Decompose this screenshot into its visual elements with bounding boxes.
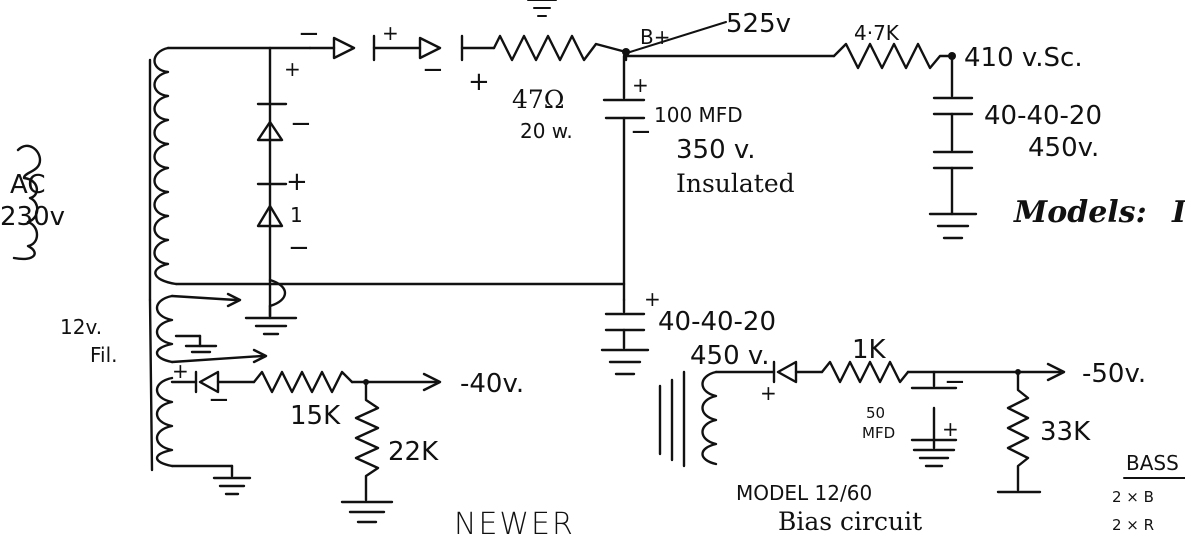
capacitor-100-mfd <box>602 54 646 302</box>
plus-mark-4: + <box>468 67 490 97</box>
resistor-47-ohm <box>492 34 628 62</box>
resistor-4k7-label: 4·7K <box>854 21 900 45</box>
cap-top-right-voltage: 450v. <box>1028 133 1099 163</box>
transformer-core <box>148 58 154 472</box>
cap-top-right-label: 40-40-20 <box>984 101 1102 131</box>
ac-voltage-label: 230v <box>0 202 65 232</box>
cap-50-plus: + <box>942 417 959 441</box>
ground-symbol-rectifier <box>244 304 298 336</box>
cap-100-minus: − <box>630 117 652 147</box>
voltage-525-label: 525v <box>726 9 791 39</box>
models-label-cut: I <box>1171 195 1185 230</box>
minus-mark-3: − <box>298 19 320 49</box>
ground-symbol-top-right <box>928 212 978 240</box>
cap-50-value: 50 <box>866 404 885 422</box>
bias-circuit-label: Bias circuit <box>778 507 922 536</box>
voltage-minus40-label: -40v. <box>460 369 524 399</box>
plus-mark-2: + <box>286 167 308 197</box>
minus-mark-4: − <box>422 55 444 85</box>
resistor-33k-label: 33K <box>1040 417 1091 447</box>
resistor-47-wattage: 20 w. <box>520 119 573 143</box>
cap-50-minus: − <box>944 367 966 397</box>
series-diodes <box>308 34 496 62</box>
ac-label: AC <box>10 170 45 200</box>
plus-mark-3: + <box>382 21 399 45</box>
bias-left-minus: − <box>208 385 230 415</box>
bias-left-plus: + <box>172 359 189 383</box>
resistor-15k-label: 15K <box>290 401 341 431</box>
resistor-22k <box>340 379 394 524</box>
resistor-47-label: 47Ω <box>512 85 565 114</box>
bass-line-1: 2 × B <box>1112 488 1154 506</box>
minus-mark-2: − <box>288 233 310 263</box>
bias-right-plus: + <box>760 381 777 405</box>
filament-voltage: 12v. <box>60 315 102 339</box>
cap-100-plus: + <box>632 73 649 97</box>
ac-primary-winding <box>12 144 42 261</box>
cap-100-label: 100 MFD <box>654 103 743 127</box>
voltage-minus50-label: -50v. <box>1082 359 1146 389</box>
capacitor-40-40-20-top <box>932 54 974 216</box>
cap-mid-voltage: 450 v. <box>690 341 770 371</box>
bass-line-2: 2 × R <box>1112 516 1154 534</box>
b-plus-node <box>622 21 836 62</box>
resistor-33k <box>996 369 1042 494</box>
plus-mark-1: + <box>284 57 301 81</box>
cap-50-unit: MFD <box>862 424 895 442</box>
one-mark: 1 <box>290 203 303 227</box>
insulated-label: Insulated <box>676 169 795 198</box>
cap-100-voltage: 350 v. <box>676 135 756 165</box>
filament-label: Fil. <box>90 343 118 367</box>
filament-winding <box>155 292 268 364</box>
ht-secondary-winding <box>153 46 626 286</box>
resistor-1k-label: 1K <box>852 335 887 365</box>
voltage-410-label: 410 v.Sc. <box>964 43 1083 73</box>
ground-symbol-top <box>527 0 557 17</box>
capacitor-40-40-20-mid <box>600 298 650 376</box>
resistor-22k-label: 22K <box>388 437 439 467</box>
bias-winding-left <box>155 370 442 496</box>
model-label: MODEL 12/60 <box>736 481 872 505</box>
b-plus-label: B+ <box>640 25 670 49</box>
rectifier-stack <box>256 46 288 318</box>
cap-mid-label: 40-40-20 <box>658 307 776 337</box>
bass-label: BASS <box>1126 451 1179 475</box>
minus-mark-1: − <box>290 109 312 139</box>
cap-mid-plus: + <box>644 287 661 311</box>
models-label: Models: <box>1013 195 1147 230</box>
resistor-4k7 <box>832 42 956 70</box>
newer-label: NEWER <box>454 507 575 538</box>
bias-circuit-transformer <box>658 360 1066 468</box>
capacitor-50-mfd <box>910 370 958 468</box>
